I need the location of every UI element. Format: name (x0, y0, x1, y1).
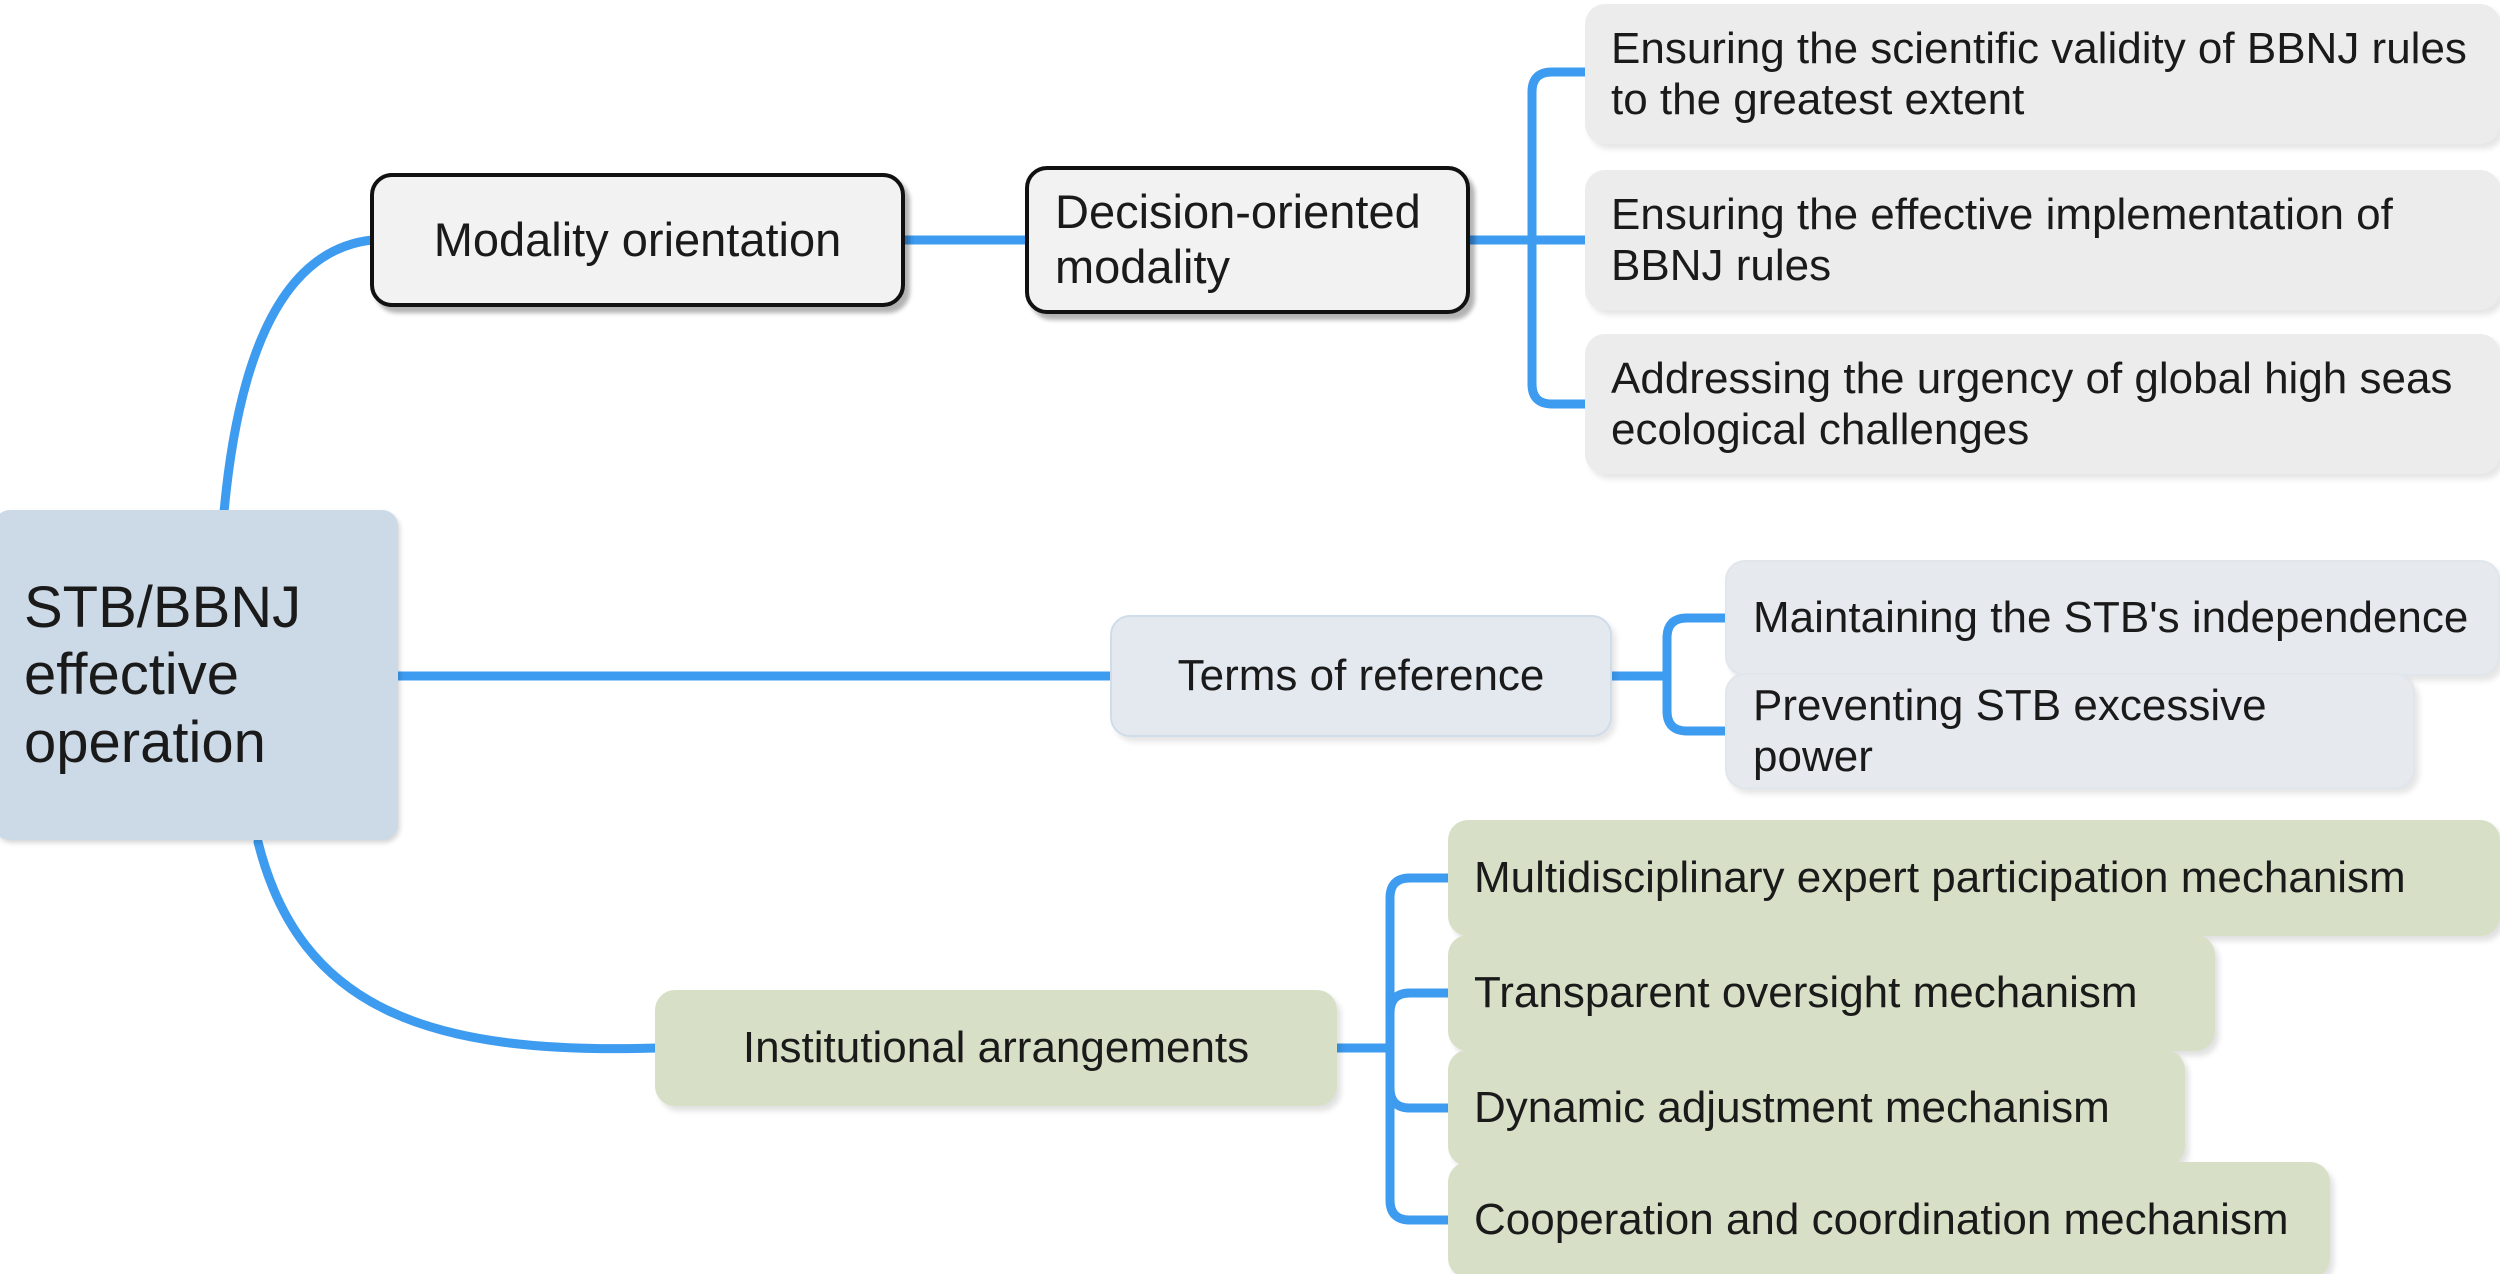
link-terms-to-leaf-2 (1662, 671, 1732, 736)
root-node[interactable]: STB/BBNJ effective operation (0, 510, 398, 840)
link-institutional-to-leaf-3 (1385, 1043, 1455, 1113)
leaf-prevent-excessive-power-label: Preventing STB excessive power (1753, 680, 2267, 781)
leaf-effective-implementation[interactable]: Ensuring the effective implementation of… (1585, 170, 2500, 310)
link-institutional-to-leaf-2 (1385, 988, 1455, 1053)
leaf-multidisciplinary-expert-label: Multidisciplinary expert participation m… (1474, 853, 2406, 903)
leaf-cooperation-coordination-label: Cooperation and coordination mechanism (1474, 1195, 2289, 1245)
leaf-cooperation-coordination[interactable]: Cooperation and coordination mechanism (1448, 1162, 2330, 1274)
branch-modality-orientation[interactable]: Modality orientation (370, 173, 905, 307)
leaf-scientific-validity[interactable]: Ensuring the scientific validity of BBNJ… (1585, 4, 2500, 144)
link-decision-to-leaf-1 (1527, 67, 1593, 245)
leaf-dynamic-adjustment-label: Dynamic adjustment mechanism (1474, 1083, 2110, 1133)
link-root-to-institutional (253, 837, 662, 1054)
root-node-label: STB/BBNJ effective operation (24, 575, 302, 775)
branch-modality-orientation-label: Modality orientation (433, 212, 842, 266)
leaf-stb-independence[interactable]: Maintaining the STB's independence (1725, 560, 2500, 676)
leaf-stb-independence-label: Maintaining the STB's independence (1753, 593, 2469, 643)
leaf-prevent-excessive-power[interactable]: Preventing STB excessive power (1725, 673, 2415, 789)
leaf-dynamic-adjustment[interactable]: Dynamic adjustment mechanism (1448, 1050, 2185, 1166)
node-decision-oriented-modality[interactable]: Decision-oriented modality (1025, 166, 1470, 314)
leaf-effective-implementation-label: Ensuring the effective implementation of… (1611, 189, 2393, 290)
link-terms-to-leaf-1 (1662, 613, 1732, 681)
branch-institutional-arrangements[interactable]: Institutional arrangements (655, 990, 1337, 1106)
leaf-transparent-oversight[interactable]: Transparent oversight mechanism (1448, 935, 2215, 1051)
branch-terms-of-reference[interactable]: Terms of reference (1110, 615, 1612, 737)
link-institutional-to-leaf-1 (1385, 873, 1455, 1053)
leaf-multidisciplinary-expert[interactable]: Multidisciplinary expert participation m… (1448, 820, 2500, 936)
link-decision-to-leaf-3 (1527, 235, 1593, 409)
leaf-transparent-oversight-label: Transparent oversight mechanism (1474, 968, 2138, 1018)
leaf-ecological-urgency[interactable]: Addressing the urgency of global high se… (1585, 334, 2500, 474)
branch-terms-of-reference-label: Terms of reference (1177, 651, 1545, 701)
branch-institutional-arrangements-label: Institutional arrangements (742, 1023, 1250, 1073)
link-root-to-modality (219, 235, 377, 517)
node-decision-oriented-modality-label: Decision-oriented modality (1055, 185, 1421, 293)
link-institutional-to-leaf-4 (1385, 1043, 1455, 1225)
leaf-ecological-urgency-label: Addressing the urgency of global high se… (1611, 353, 2453, 454)
leaf-scientific-validity-label: Ensuring the scientific validity of BBNJ… (1611, 23, 2467, 124)
